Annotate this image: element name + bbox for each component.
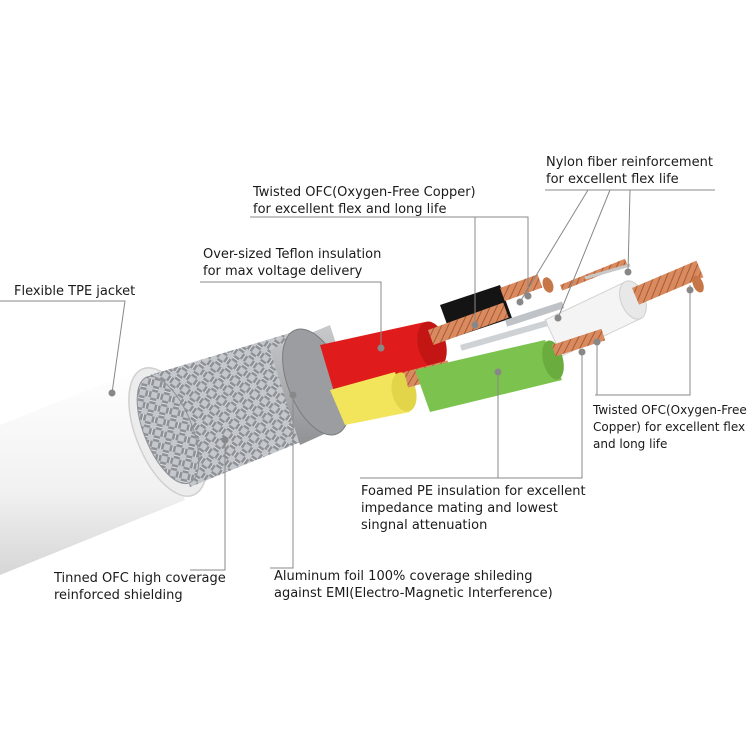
- label-line: Aluminum foil 100% coverage shileding: [274, 569, 533, 584]
- label-line: Nylon fiber reinforcement: [546, 155, 713, 170]
- label-line: and long life: [593, 437, 668, 451]
- label-line: Copper) for excellent flex: [593, 420, 746, 434]
- label-line: Twisted OFC(Oxygen-Free: [593, 403, 747, 417]
- label-line: singnal attenuation: [361, 518, 488, 533]
- label-line: impedance mating and lowest: [361, 501, 558, 516]
- red-wire: [320, 302, 509, 395]
- label-line: for max voltage delivery: [203, 264, 363, 279]
- white-wire: [544, 260, 704, 357]
- green-wire: [415, 328, 606, 412]
- label-line: Foamed PE insulation for excellent: [361, 484, 586, 499]
- twisted-copper-strands: [460, 258, 631, 351]
- label-aluminum-foil: Aluminum foil 100% coverage shileding ag…: [274, 568, 553, 602]
- label-tpe-jacket: Flexible TPE jacket: [14, 283, 135, 300]
- leader-lines: [0, 189, 715, 571]
- label-twisted-ofc-right: Twisted OFC(Oxygen-Free Copper) for exce…: [593, 402, 747, 453]
- label-teflon-insulation: Over-sized Teflon insulation for max vol…: [203, 246, 381, 280]
- label-line: Twisted OFC(Oxygen-Free Copper): [253, 185, 476, 200]
- label-tinned-shielding: Tinned OFC high coverage reinforced shie…: [54, 570, 226, 604]
- nylon-fiber: [584, 263, 631, 280]
- label-line: for excellent flex and long life: [253, 202, 447, 217]
- label-line: for excellent flex life: [546, 172, 679, 187]
- label-foamed-pe: Foamed PE insulation for excellent imped…: [361, 483, 586, 534]
- label-nylon-fiber: Nylon fiber reinforcement for excellent …: [546, 154, 713, 188]
- label-twisted-ofc-top: Twisted OFC(Oxygen-Free Copper) for exce…: [253, 184, 476, 218]
- label-line: Flexible TPE jacket: [14, 284, 136, 299]
- label-line: against EMI(Electro-Magnetic Interferenc…: [274, 586, 553, 601]
- label-line: reinforced shielding: [54, 588, 183, 603]
- label-line: Over-sized Teflon insulation: [203, 247, 382, 262]
- label-line: Tinned OFC high coverage: [54, 571, 226, 586]
